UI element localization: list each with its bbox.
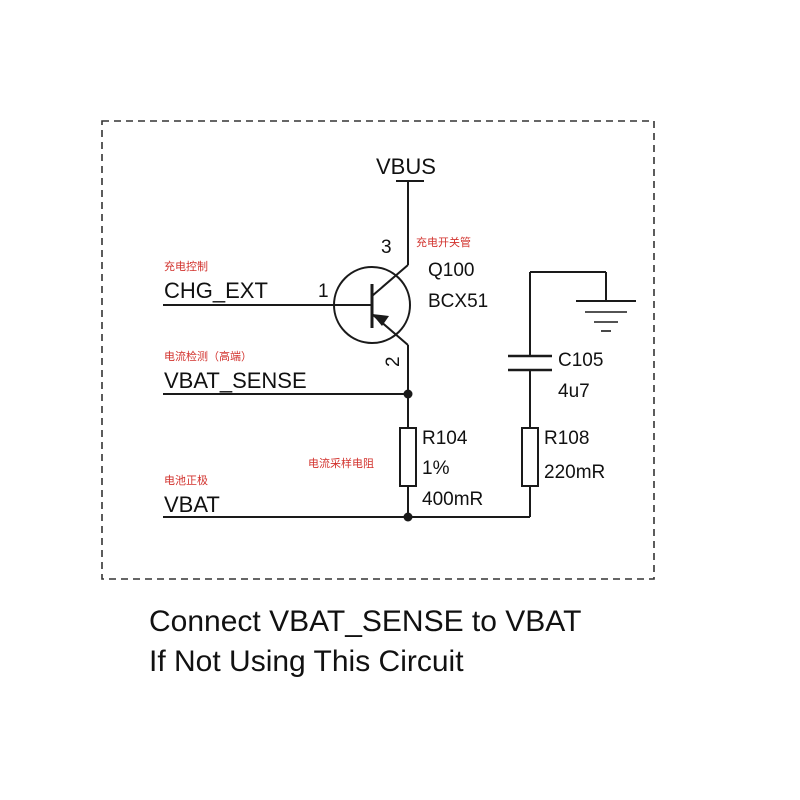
module-border xyxy=(101,120,655,580)
annotation-charge-switch: 充电开关管 xyxy=(416,235,471,249)
ground-symbol xyxy=(576,272,636,332)
vbat-label: VBAT xyxy=(164,492,220,517)
q100-pin-base: 1 xyxy=(318,281,329,302)
annotation-current-sense-resistor: 电流采样电阻 xyxy=(308,456,374,470)
vbat-net: VBAT xyxy=(163,492,530,522)
chg-ext-net: CHG_EXT xyxy=(163,278,372,306)
vbat-sense-label: VBAT_SENSE xyxy=(164,368,307,393)
q100-ref: Q100 xyxy=(428,260,474,281)
r104-tolerance: 1% xyxy=(422,458,450,479)
annotation-battery-positive: 电池正极 xyxy=(164,473,208,487)
r104-ref: R104 xyxy=(422,428,468,449)
vbus-label: VBUS xyxy=(376,154,436,179)
annotation-charge-control: 充电控制 xyxy=(164,259,208,273)
q100-value: BCX51 xyxy=(428,291,488,312)
transistor-q100: 3 2 1 Q100 BCX51 xyxy=(318,237,488,428)
caption-line-2: If Not Using This Circuit xyxy=(149,645,464,678)
emitter-arrow-icon xyxy=(372,314,389,326)
caption-line-1: Connect VBAT_SENSE to VBAT xyxy=(149,605,581,638)
r108-value: 220mR xyxy=(544,462,605,483)
vbus-port: VBUS xyxy=(376,154,436,265)
junction-dot xyxy=(403,512,413,522)
chg-ext-label: CHG_EXT xyxy=(164,278,268,303)
c105-ref: C105 xyxy=(558,350,603,371)
vbat-sense-net: VBAT_SENSE xyxy=(163,368,413,399)
junction-dot xyxy=(403,389,413,399)
resistor-r104: R104 1% 400mR xyxy=(399,427,483,517)
q100-pin-emitter: 2 xyxy=(383,356,404,367)
c105-value: 4u7 xyxy=(558,381,590,402)
annotation-current-detect: 电流检测（高端） xyxy=(164,349,252,363)
resistor-r108: R108 220mR xyxy=(521,427,605,517)
r108-ref: R108 xyxy=(544,428,589,449)
r104-value: 400mR xyxy=(422,489,483,510)
capacitor-c105: C105 4u7 xyxy=(508,271,606,428)
q100-pin-collector: 3 xyxy=(381,237,392,258)
